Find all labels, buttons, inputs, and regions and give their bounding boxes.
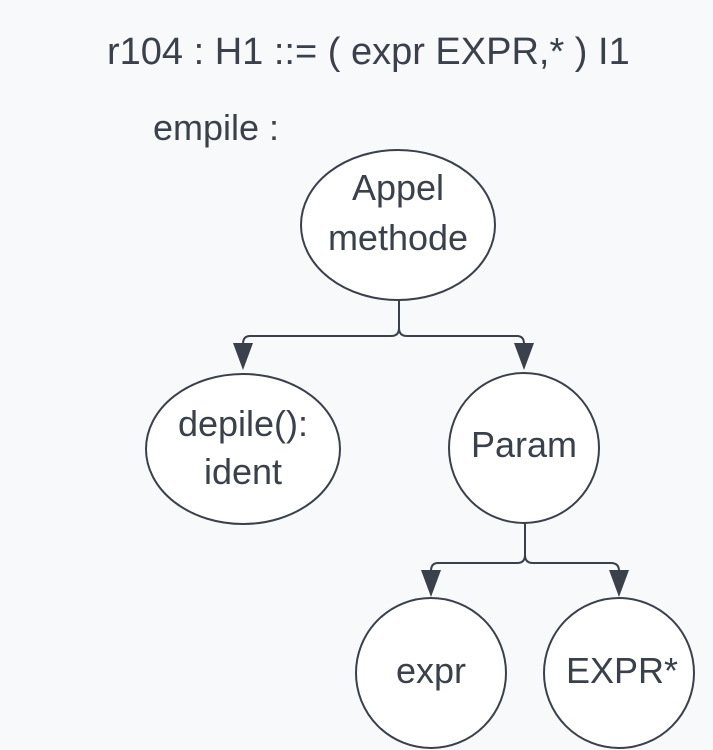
edge-root-connector-right	[398, 327, 525, 346]
node-depile-line1: depile():	[178, 403, 308, 444]
node-appel-methode: Appel methode	[300, 149, 496, 301]
edge-root-connector	[242, 300, 400, 346]
stack-label: empile :	[153, 107, 280, 148]
edge-param-connector-right	[524, 554, 620, 573]
edge-param-connector	[430, 523, 526, 573]
arrowhead-to-param	[514, 343, 534, 370]
node-expr-label: expr	[396, 650, 466, 691]
node-expr-star: EXPR*	[543, 597, 695, 749]
node-depile-ident: depile(): ident	[145, 373, 341, 525]
node-depile-line2: ident	[204, 451, 282, 492]
node-appel-methode-line1: Appel	[352, 167, 444, 208]
node-appel-methode-line2: methode	[328, 217, 468, 258]
node-param: Param	[448, 372, 600, 524]
arrowhead-to-expr-star	[609, 570, 629, 597]
arrowhead-to-expr	[421, 570, 441, 597]
node-expr: expr	[355, 597, 507, 749]
node-expr-star-label: EXPR*	[566, 650, 678, 691]
node-param-label: Param	[471, 424, 577, 465]
arrowhead-to-depile	[233, 343, 253, 370]
rule-title: r104 : H1 ::= ( expr EXPR,* ) I1	[107, 31, 630, 73]
